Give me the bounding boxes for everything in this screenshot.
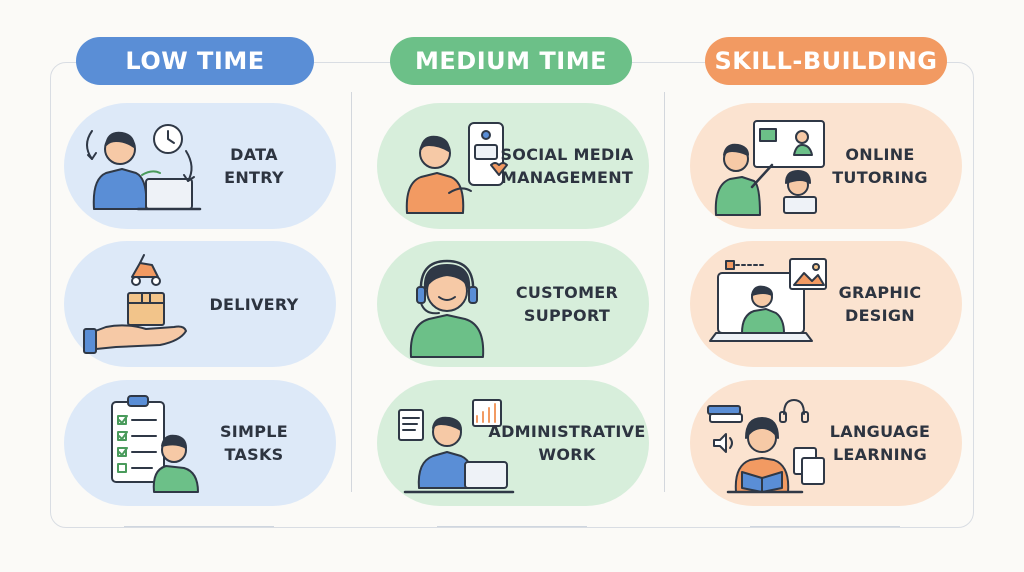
video-lesson-icon [714,120,825,216]
label-customer-support: CUSTOMER SUPPORT [515,283,619,325]
laptop-clock-icon [86,124,202,211]
bottom-line-1 [124,526,274,527]
label-administrative: ADMINISTRATIVE WORK [488,422,646,464]
card-delivery[interactable]: DELIVERY [64,241,336,367]
column-divider-2 [664,92,665,492]
checklist-icon [111,395,199,493]
card-administrative[interactable]: ADMINISTRATIVE WORK [377,380,649,506]
bottom-line-3 [750,526,900,527]
label-social-media: SOCIAL MEDIA MANAGEMENT [500,145,634,187]
card-language-learning[interactable]: LANGUAGE LEARNING [690,380,962,506]
card-customer-support[interactable]: CUSTOMER SUPPORT [377,241,649,367]
card-data-entry[interactable]: DATA ENTRY [64,103,336,229]
label-simple-tasks: SIMPLE TASKS [219,422,289,464]
column-divider-1 [351,92,352,492]
design-laptop-icon [709,258,827,342]
label-data-entry: DATA ENTRY [224,145,284,187]
card-online-tutoring[interactable]: ONLINE TUTORING [690,103,962,229]
card-simple-tasks[interactable]: SIMPLE TASKS [64,380,336,506]
headset-icon [409,259,485,358]
header-medium-time: MEDIUM TIME [390,37,632,85]
bottom-line-2 [437,526,587,527]
label-language-learning: LANGUAGE LEARNING [829,422,931,464]
header-low-time: LOW TIME [76,37,314,85]
label-delivery: DELIVERY [209,294,299,314]
label-online-tutoring: ONLINE TUTORING [832,145,928,187]
hand-package-scooter-icon [83,254,187,354]
card-social-media[interactable]: SOCIAL MEDIA MANAGEMENT [377,103,649,229]
card-graphic-design[interactable]: GRAPHIC DESIGN [690,241,962,367]
label-graphic-design: GRAPHIC DESIGN [838,283,922,325]
header-skill-building: SKILL-BUILDING [705,37,947,85]
smartphone-social-icon [405,122,508,214]
book-headphones-icon [707,399,825,494]
office-laptop-icon [398,399,515,494]
